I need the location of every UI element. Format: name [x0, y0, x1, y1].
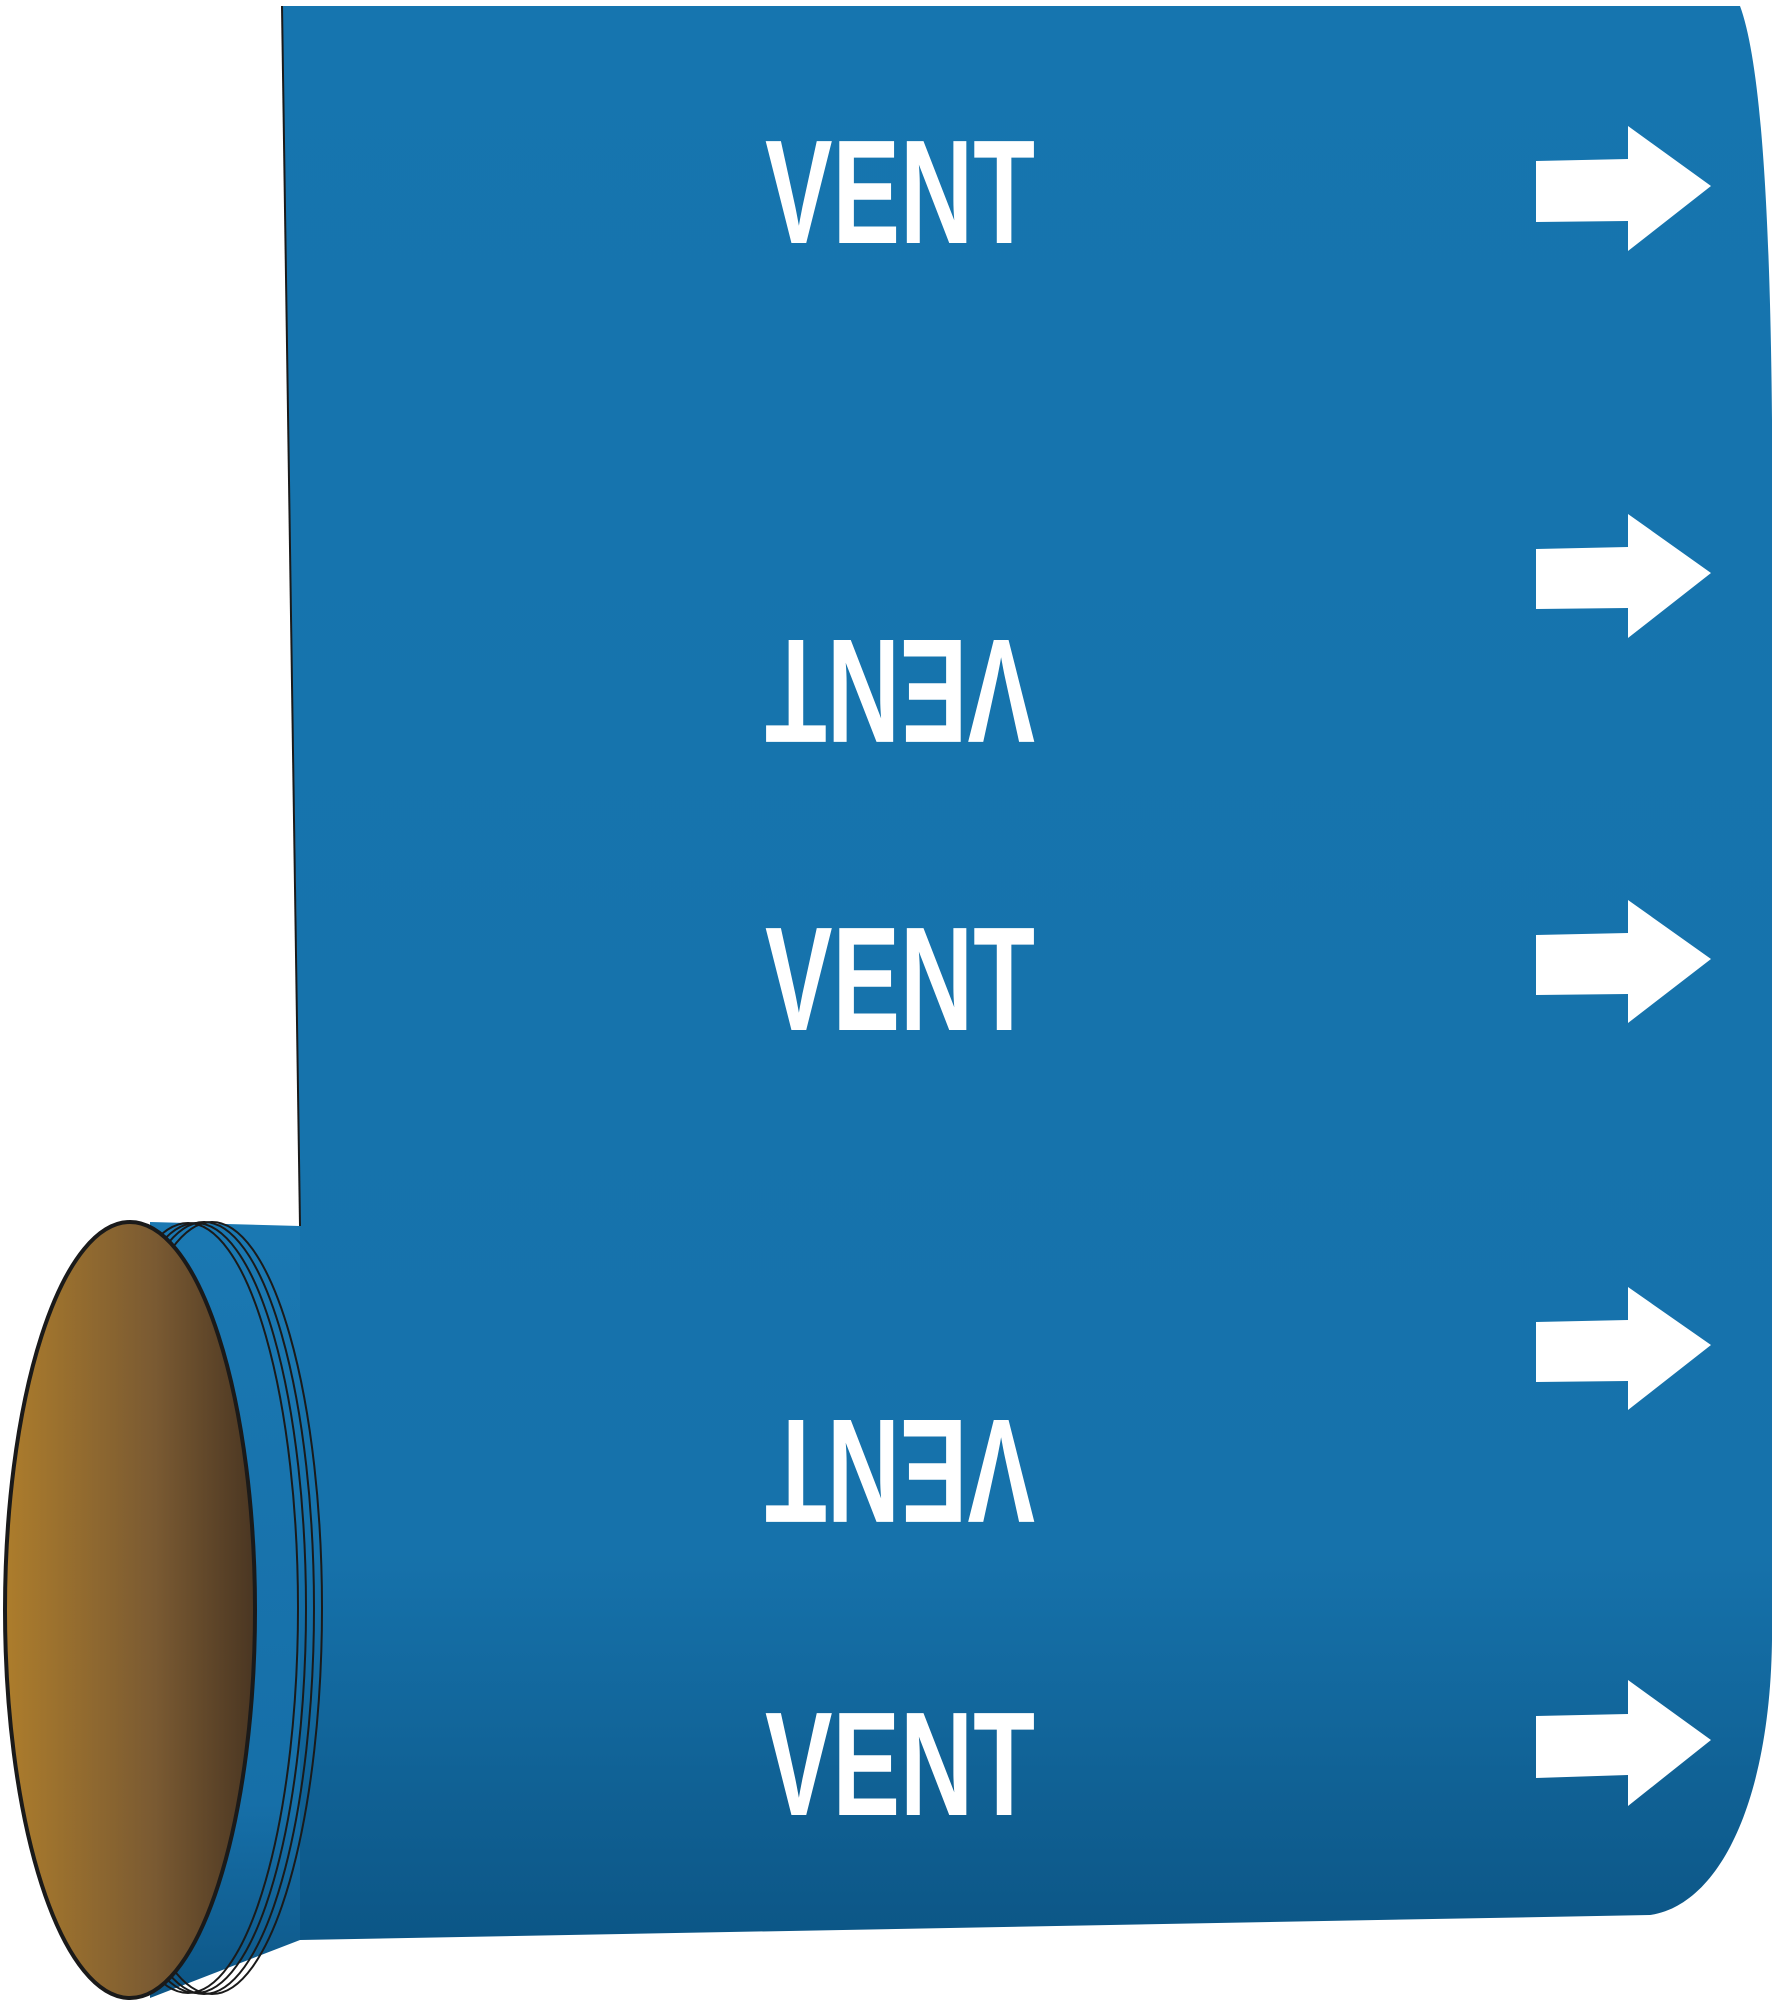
label-text-inverted: VENT: [765, 1388, 1035, 1553]
sheet-left-edge: [281, 5, 301, 1227]
label-text: VENT: [765, 110, 1035, 275]
label-row-5: VENT: [765, 1680, 1711, 1847]
arrow-right-icon: [1536, 1680, 1711, 1806]
label-row-2: VENT: [765, 514, 1711, 773]
arrow-right-icon: [1536, 514, 1711, 638]
label-text: VENT: [765, 1682, 1035, 1847]
arrow-right-icon: [1536, 900, 1711, 1023]
label-row-1: VENT: [765, 110, 1711, 275]
label-row-3: VENT: [765, 897, 1711, 1062]
tape-sheet: [282, 6, 1772, 1940]
label-text: VENT: [765, 897, 1035, 1062]
arrow-right-icon: [1536, 1287, 1711, 1410]
label-text-inverted: VENT: [765, 608, 1035, 773]
roll-core: [3, 1220, 257, 2000]
label-row-4: VENT: [765, 1287, 1711, 1553]
arrow-right-icon: [1536, 126, 1711, 251]
